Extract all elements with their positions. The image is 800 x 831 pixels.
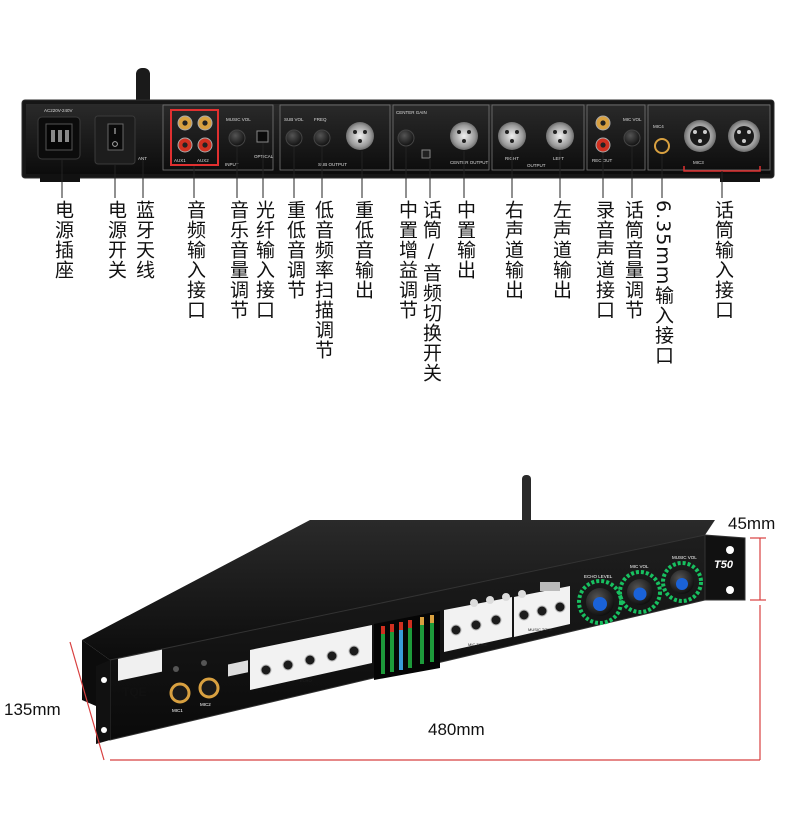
ant-text: ANT <box>138 156 147 161</box>
music-vol-text: MUSIC VOL <box>226 117 251 122</box>
sub-vol-text: SUB VOL <box>284 117 304 122</box>
front-panel-view: TQE T50 ECHO LEVEL MIC VOL MUSIC VOL MIC… <box>82 475 746 744</box>
label-bluetooth-antenna: 蓝牙天线 <box>133 200 155 280</box>
level-meter <box>374 611 440 680</box>
optical-input <box>256 130 269 143</box>
sub-output-text: SUB OUTPUT <box>318 162 347 167</box>
music-tone-text: MUSIC TONE <box>528 627 553 632</box>
left-text: LEFT <box>553 156 564 161</box>
mic-vol-rear-text: MIC VOL <box>623 117 642 122</box>
brand-text: TQE <box>122 685 147 699</box>
model-text: T50 <box>714 559 734 571</box>
label-mic-volume: 话筒音量调节 <box>622 200 644 320</box>
mic-vol-knob <box>618 570 662 614</box>
label-music-volume: 音乐音量调节 <box>227 200 249 320</box>
optical-text: OPTICAL <box>254 154 274 159</box>
music-vol-text: MUSIC VOL <box>672 555 697 560</box>
brand-plate <box>118 649 162 681</box>
power-switch <box>107 123 124 151</box>
label-left-output: 左声道输出 <box>550 200 572 300</box>
label-power-switch: 电源开关 <box>105 200 127 280</box>
mic2-text: MIC2 <box>200 702 211 707</box>
mic-vol-text: MIC VOL <box>630 564 649 569</box>
leader-lines <box>61 143 723 198</box>
sub-output-xlr <box>346 122 374 150</box>
input-text: INPUT <box>225 162 239 167</box>
ac-spec-text: AC220V-240V <box>44 108 73 113</box>
usb-port <box>540 582 560 591</box>
front-antenna <box>522 475 531 533</box>
dimension-depth: 135mm <box>4 700 61 719</box>
aux-input-jacks <box>170 109 219 166</box>
music-vol-knob <box>228 129 246 147</box>
dimension-lines <box>69 537 766 761</box>
mic1-text: MIC1 <box>172 708 183 713</box>
label-power-socket: 电源插座 <box>52 200 74 280</box>
label-record-output: 录音声道接口 <box>593 200 615 320</box>
label-subwoofer-adjust: 重低音调节 <box>284 200 306 300</box>
label-center-output: 中置输出 <box>454 200 476 280</box>
label-audio-input: 音频输入接口 <box>184 200 206 320</box>
dimension-width: 480mm <box>428 720 485 739</box>
aux1-text: AUX1 <box>174 158 186 163</box>
rec-out-text: REC OUT <box>592 158 613 163</box>
label-right-output: 右声道输出 <box>502 200 524 300</box>
label-optical-input: 光纤输入接口 <box>253 200 275 320</box>
label-center-gain: 中置增益调节 <box>396 200 418 320</box>
label-subwoofer-output: 重低音输出 <box>352 200 374 300</box>
label-635-input: 6.35mm输入接口 <box>652 200 674 366</box>
mic1-jack <box>169 682 191 704</box>
label-mic-input: 话筒输入接口 <box>712 200 734 320</box>
chassis-top <box>82 520 715 660</box>
aux2-text: AUX2 <box>197 158 209 163</box>
echo-level-text: ECHO LEVEL <box>584 574 613 579</box>
mic2-jack <box>198 677 220 699</box>
echo-text: ECHO <box>300 678 312 683</box>
music-vol-knob-front <box>661 561 703 603</box>
label-bass-freq-sweep: 低音频率扫描调节 <box>312 200 334 360</box>
mic4-text: MIC4 <box>653 124 664 129</box>
mic3-text: MIC3 <box>693 160 704 165</box>
freq-text: FREQ <box>314 117 327 122</box>
center-output-text: CENTER OUTPUT <box>450 160 489 165</box>
mic-tone-text: MIC TONE <box>468 642 488 647</box>
output-text: OUTPUT <box>527 163 546 168</box>
dimension-height: 45mm <box>728 514 776 533</box>
center-gain-text: CENTER GAIN <box>396 110 427 115</box>
rear-panel: AC220V-240V AUX1 AUX2 INPUT MUSIC VOL OP… <box>21 68 775 198</box>
label-mic-audio-switch: 话筒/音频切换开关 <box>420 200 442 383</box>
